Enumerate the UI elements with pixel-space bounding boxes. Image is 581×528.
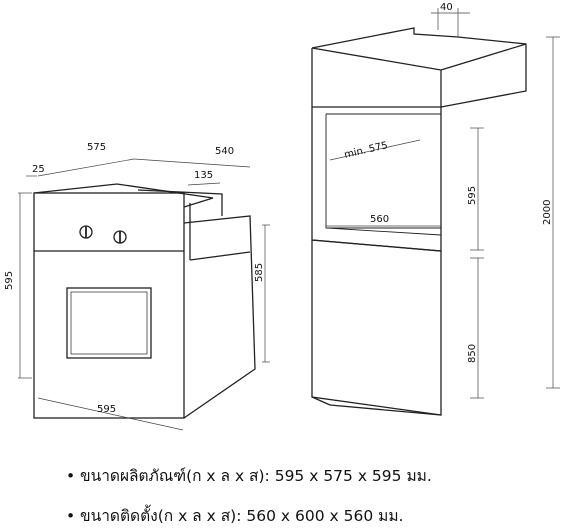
installation-size-text: ขนาดติดตั้ง(ก x ล x ส): 560 x 600 x 560 … bbox=[80, 507, 404, 525]
bullet-icon: • bbox=[66, 467, 76, 485]
oven-drawing bbox=[33, 183, 256, 419]
cabinet-lower-section bbox=[311, 239, 442, 416]
control-knob-left bbox=[79, 225, 93, 239]
oven-dimension-lines bbox=[18, 158, 270, 431]
cabinet-top-section bbox=[311, 27, 527, 108]
oven-dim-control-offset: 135 bbox=[194, 170, 213, 181]
oven-niche-opening bbox=[311, 107, 442, 252]
product-size-text: ขนาดผลิตภัณฑ์(ก x ล x ส): 595 x 575 x 59… bbox=[80, 467, 432, 485]
oven-door-window bbox=[66, 287, 152, 359]
cabinet-dimension-lines bbox=[326, 8, 560, 399]
installation-size-spec: •ขนาดติดตั้ง(ก x ล x ส): 560 x 600 x 560… bbox=[66, 503, 403, 528]
control-knob-right bbox=[113, 230, 127, 244]
oven-dim-height-total: 595 bbox=[4, 271, 15, 290]
oven-side-body bbox=[183, 215, 256, 419]
cabinet-dim-top-step: 40 bbox=[440, 2, 453, 13]
cabinet-dim-niche-width: 560 bbox=[370, 214, 389, 225]
product-size-spec: •ขนาดผลิตภัณฑ์(ก x ล x ส): 595 x 575 x 5… bbox=[66, 463, 432, 488]
cabinet-dim-niche-depth: min. 575 bbox=[343, 140, 389, 161]
oven-back-block bbox=[137, 189, 223, 216]
oven-dim-width-front: 595 bbox=[97, 404, 116, 415]
oven-dim-side-offset: 25 bbox=[32, 164, 45, 175]
oven-dim-depth-total: 575 bbox=[87, 142, 106, 153]
oven-dim-height-body: 585 bbox=[254, 263, 265, 282]
oven-dim-depth-body: 540 bbox=[215, 146, 234, 157]
cabinet-dim-niche-height: 595 bbox=[467, 186, 478, 205]
oven-top-surface bbox=[33, 183, 214, 208]
cabinet-dim-total-height: 2000 bbox=[542, 200, 553, 225]
cabinet-dim-lower-height: 850 bbox=[467, 344, 478, 363]
cabinet-drawing bbox=[311, 27, 527, 416]
oven-front-panel bbox=[33, 192, 185, 419]
bullet-icon: • bbox=[66, 507, 76, 525]
